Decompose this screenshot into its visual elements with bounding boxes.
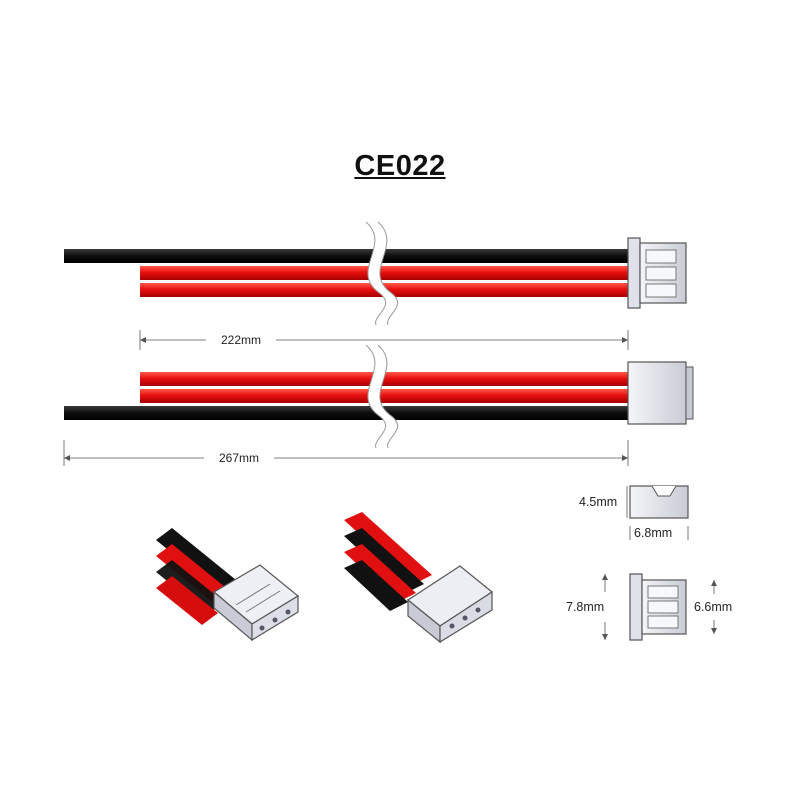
red-wire <box>140 266 630 280</box>
bottom-cable-view <box>64 344 694 449</box>
diagram-title: CE022 <box>354 150 446 182</box>
perspective-view-back <box>344 512 494 644</box>
connector-side-view <box>627 361 694 425</box>
dim-label-outer-width: 7.8mm <box>566 600 604 614</box>
dimension-267 <box>63 440 629 466</box>
red-wire <box>140 372 630 386</box>
dim-label-inner-width: 6.6mm <box>694 600 732 614</box>
black-wire <box>64 249 630 263</box>
red-wire <box>140 389 630 403</box>
wire-break <box>366 222 398 325</box>
connector-dim-view-2 <box>602 573 717 641</box>
dim-label-depth: 6.8mm <box>634 526 672 540</box>
connector-top-view <box>627 237 687 309</box>
dim-label-267: 267mm <box>219 451 259 465</box>
top-cable-view <box>64 221 687 326</box>
dim-label-222: 222mm <box>221 333 261 347</box>
black-wire <box>64 406 630 420</box>
dim-label-height: 4.5mm <box>579 495 617 509</box>
dimension-222 <box>139 330 629 350</box>
connector-dim-view-1 <box>626 485 689 540</box>
perspective-view-front <box>156 528 300 642</box>
wire-break <box>366 345 398 448</box>
